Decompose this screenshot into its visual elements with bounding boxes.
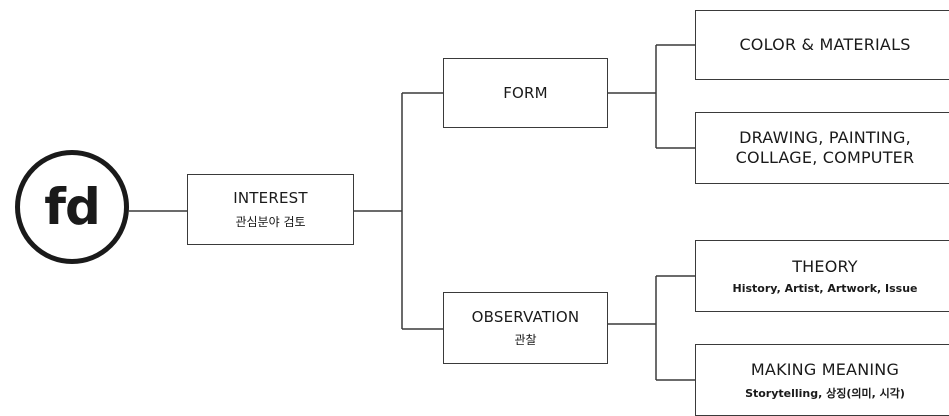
node-theory-title: THEORY [792, 257, 858, 276]
node-observation: OBSERVATION 관찰 [443, 292, 608, 364]
node-form-title: FORM [503, 83, 548, 102]
node-observation-subtitle: 관찰 [514, 333, 537, 348]
fd-logo: fd [15, 150, 129, 264]
node-color-materials-title: COLOR & MATERIALS [739, 35, 911, 54]
node-interest: INTEREST 관심분야 검토 [187, 174, 354, 245]
logo-text: fd [44, 178, 101, 236]
node-theory: THEORY History, Artist, Artwork, Issue [695, 240, 949, 312]
node-interest-subtitle: 관심분야 검토 [235, 214, 306, 229]
node-form: FORM [443, 58, 608, 128]
node-drawing: DRAWING, PAINTING, COLLAGE, COMPUTER [695, 112, 949, 184]
node-color-materials: COLOR & MATERIALS [695, 10, 949, 80]
node-making-meaning-subtitle: Storytelling, 상징(의미, 시각) [745, 386, 905, 400]
node-drawing-title: DRAWING, PAINTING, COLLAGE, COMPUTER [735, 128, 915, 167]
node-observation-title: OBSERVATION [471, 307, 580, 326]
node-making-meaning-title: MAKING MEANING [750, 359, 900, 379]
node-making-meaning: MAKING MEANING Storytelling, 상징(의미, 시각) [695, 344, 949, 416]
node-theory-subtitle: History, Artist, Artwork, Issue [732, 282, 918, 295]
node-interest-title: INTEREST [233, 189, 308, 208]
